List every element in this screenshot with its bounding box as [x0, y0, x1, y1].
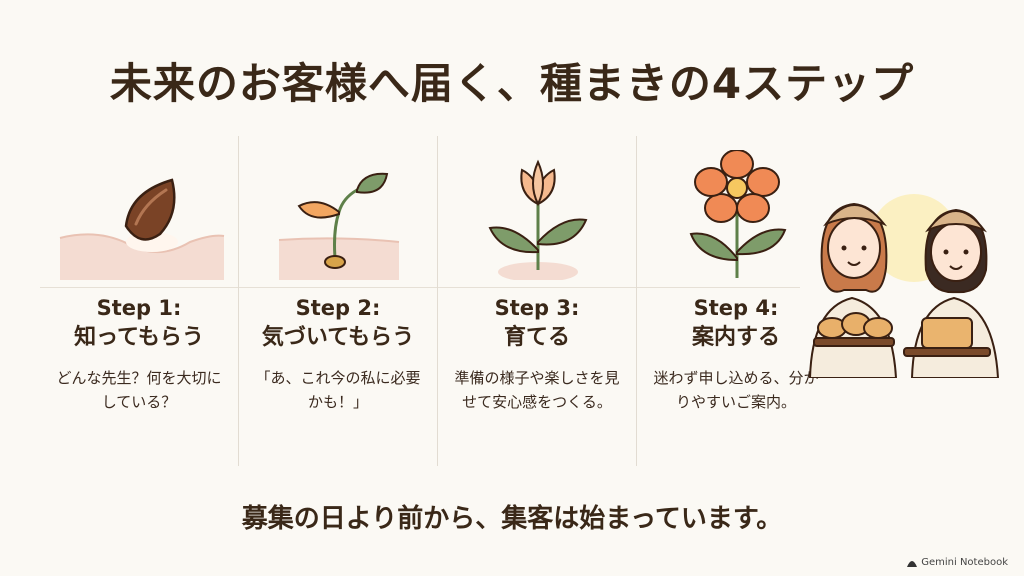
step-2: Step 2: 気づいてもらう 「あ、これ今の私に必要かも！」	[239, 150, 437, 414]
step-description: 迷わず申し込める、分かりやすいご案内。	[653, 369, 819, 411]
step-number: Step 4:	[693, 296, 779, 320]
flower-icon	[689, 150, 787, 278]
step-name: 気づいてもらう	[261, 325, 415, 350]
column-divider-2	[437, 136, 438, 466]
horizontal-divider	[40, 287, 800, 288]
step-name: 知ってもらう	[74, 325, 204, 350]
step-description: どんな先生？何を大切にしている？	[56, 369, 222, 411]
step-name: 育てる	[503, 325, 570, 350]
step-number: Step 2:	[295, 296, 381, 320]
column-divider-1	[238, 136, 239, 466]
brand-logo-icon	[907, 560, 918, 567]
step-description: 「あ、これ今の私に必要かも！」	[255, 369, 421, 411]
step-4: Step 4: 案内する 迷わず申し込める、分かりやすいご案内。	[637, 150, 835, 414]
step-name: 案内する	[691, 325, 780, 350]
step-3: Step 3: 育てる 準備の様子や楽しさを見せて安心感をつくる。	[438, 150, 636, 414]
footer-message: 募集の日より前から、集客は始まっています。	[241, 504, 783, 534]
column-divider-3	[636, 136, 637, 466]
page-title: 未来のお客様へ届く、種まきの4ステップ	[109, 59, 915, 108]
step-description: 準備の様子や楽しさを見せて安心感をつくる。	[454, 369, 620, 411]
step-number: Step 1:	[96, 296, 182, 320]
bud-icon	[488, 159, 588, 280]
women-illustration	[808, 194, 1000, 378]
seed-icon	[59, 178, 225, 280]
brand-label: Gemini Notebook	[921, 557, 1008, 568]
step-1: Step 1: 知ってもらう どんな先生？何を大切にしている？	[40, 150, 238, 414]
sprout-icon	[278, 172, 400, 280]
brand-mark: Gemini Notebook	[907, 557, 1008, 568]
step-number: Step 3:	[494, 296, 580, 320]
